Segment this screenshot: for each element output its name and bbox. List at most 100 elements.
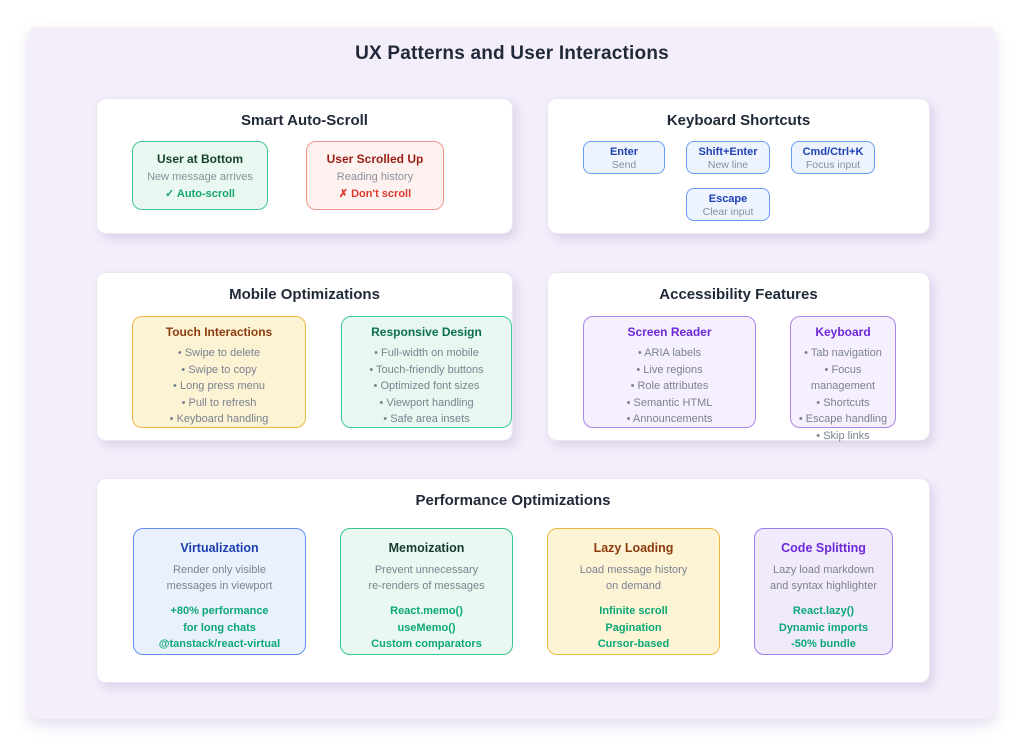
list-item: Semantic HTML bbox=[584, 395, 755, 412]
list-item: Long press menu bbox=[133, 378, 305, 395]
shortcut-action: New line bbox=[707, 159, 749, 171]
list-item: Keyboard handling bbox=[133, 411, 305, 428]
card-title: Virtualization bbox=[180, 541, 259, 555]
feature-card-row: Screen Reader ARIA labels Live regions R… bbox=[583, 316, 929, 442]
list-item: Skip links bbox=[791, 428, 895, 445]
feature-card-touch-interactions: Touch Interactions Swipe to delete Swipe… bbox=[132, 316, 306, 428]
list-item: Full-width on mobile bbox=[342, 345, 511, 362]
card-action: ✓ Auto-scroll bbox=[133, 188, 267, 201]
card-description: Render only visible messages in viewport bbox=[166, 564, 273, 592]
list-item: Role attributes bbox=[584, 378, 755, 395]
perf-card-virtualization: Virtualization Render only visible messa… bbox=[133, 528, 306, 655]
card-description: Load message history on demand bbox=[579, 564, 688, 592]
panel-smart-auto-scroll: Smart Auto-Scroll User at Bottom New mes… bbox=[96, 98, 513, 234]
card-title: Memoization bbox=[388, 541, 465, 555]
feature-list: ARIA labels Live regions Role attributes… bbox=[584, 345, 755, 428]
x-icon: ✗ bbox=[338, 188, 349, 200]
list-item: Live regions bbox=[584, 362, 755, 379]
shortcut-action: Send bbox=[611, 159, 637, 171]
metric-line: React.lazy() bbox=[792, 605, 855, 617]
shortcut-card-shift-enter: Shift+Enter New line bbox=[686, 141, 770, 174]
metric-line: for long chats bbox=[183, 621, 256, 634]
list-item: Touch-friendly buttons bbox=[342, 362, 511, 379]
feature-card-screen-reader: Screen Reader ARIA labels Live regions R… bbox=[583, 316, 756, 428]
feature-card-responsive-design: Responsive Design Full-width on mobile T… bbox=[341, 316, 512, 428]
card-title: Keyboard bbox=[815, 325, 871, 339]
status-card-user-at-bottom: User at Bottom New message arrives ✓ Aut… bbox=[132, 141, 268, 210]
card-title: Lazy Loading bbox=[593, 541, 674, 555]
panel-title: Performance Optimizations bbox=[415, 492, 611, 509]
shortcut-card-cmd-ctrl-k: Cmd/Ctrl+K Focus input bbox=[791, 141, 875, 174]
card-description: Prevent unnecessary re-renders of messag… bbox=[368, 564, 485, 592]
card-title: Screen Reader bbox=[627, 325, 712, 339]
panel-title: Accessibility Features bbox=[659, 286, 818, 303]
list-item: Shortcuts bbox=[791, 395, 895, 412]
panel-mobile-optimizations: Mobile Optimizations Touch Interactions … bbox=[96, 272, 513, 441]
metric-line: React.memo() bbox=[390, 605, 463, 617]
card-subtitle: New message arrives bbox=[147, 171, 253, 183]
status-card-row: User at Bottom New message arrives ✓ Aut… bbox=[132, 141, 512, 210]
feature-list: Swipe to delete Swipe to copy Long press… bbox=[133, 345, 305, 428]
card-title: Code Splitting bbox=[781, 541, 866, 555]
shortcut-grid: Enter Send Shift+Enter New line Cmd/Ctrl… bbox=[583, 141, 929, 221]
shortcut-action: Clear input bbox=[702, 206, 754, 218]
check-icon: ✓ bbox=[165, 188, 175, 200]
feature-list: Tab navigation Focus management Shortcut… bbox=[791, 345, 895, 445]
panel-title: Keyboard Shortcuts bbox=[666, 112, 811, 129]
shortcut-key: Escape bbox=[708, 193, 748, 205]
metric-line: useMemo() bbox=[397, 621, 456, 634]
panel-accessibility-features: Accessibility Features Screen Reader ARI… bbox=[547, 272, 930, 442]
panel-performance-optimizations: Performance Optimizations Virtualization… bbox=[96, 478, 930, 683]
list-item: ARIA labels bbox=[584, 345, 755, 362]
shortcut-card-enter: Enter Send bbox=[583, 141, 665, 174]
card-metrics: Infinite scroll Pagination Cursor-based bbox=[548, 603, 719, 653]
list-item: Focus management bbox=[791, 362, 895, 395]
shortcut-key: Cmd/Ctrl+K bbox=[802, 146, 864, 158]
list-item: Announcements bbox=[584, 411, 755, 428]
shortcut-key: Shift+Enter bbox=[698, 146, 758, 158]
card-title: User at Bottom bbox=[156, 152, 243, 166]
action-label: Auto-scroll bbox=[176, 188, 235, 200]
metric-line: Cursor-based bbox=[597, 638, 670, 650]
shortcut-card-escape: Escape Clear input bbox=[686, 188, 770, 221]
diagram-canvas: UX Patterns and User Interactions Smart … bbox=[28, 27, 996, 719]
card-subtitle: Reading history bbox=[336, 171, 414, 183]
metric-line: @tanstack/react-virtual bbox=[158, 638, 281, 650]
perf-card-lazy-loading: Lazy Loading Load message history on dem… bbox=[547, 528, 720, 655]
metric-line: Dynamic imports bbox=[778, 621, 869, 634]
list-item: Pull to refresh bbox=[133, 395, 305, 412]
list-item: Tab navigation bbox=[791, 345, 895, 362]
feature-list: Full-width on mobile Touch-friendly butt… bbox=[342, 345, 511, 428]
feature-card-keyboard: Keyboard Tab navigation Focus management… bbox=[790, 316, 896, 442]
card-metrics: React.memo() useMemo() Custom comparator… bbox=[341, 603, 512, 653]
feature-card-row: Touch Interactions Swipe to delete Swipe… bbox=[132, 316, 512, 428]
list-item: Swipe to copy bbox=[133, 362, 305, 379]
shortcut-key: Enter bbox=[609, 146, 639, 158]
card-metrics: +80% performance for long chats @tanstac… bbox=[134, 603, 305, 653]
list-item: Escape handling bbox=[791, 411, 895, 428]
metric-line: +80% performance bbox=[170, 605, 269, 617]
metric-line: Custom comparators bbox=[371, 638, 482, 650]
list-item: Swipe to delete bbox=[133, 345, 305, 362]
card-title: Responsive Design bbox=[371, 325, 482, 339]
panel-keyboard-shortcuts: Keyboard Shortcuts Enter Send Shift+Ente… bbox=[547, 98, 930, 234]
card-description: Lazy load markdown and syntax highlighte… bbox=[769, 564, 877, 592]
list-item: Viewport handling bbox=[342, 395, 511, 412]
card-title: Touch Interactions bbox=[165, 325, 273, 339]
perf-card-memoization: Memoization Prevent unnecessary re-rende… bbox=[340, 528, 513, 655]
card-action: ✗ Don't scroll bbox=[307, 188, 443, 201]
metric-line: Pagination bbox=[605, 621, 662, 634]
card-title: User Scrolled Up bbox=[326, 152, 424, 166]
status-card-user-scrolled-up: User Scrolled Up Reading history ✗ Don't… bbox=[306, 141, 444, 210]
metric-line: -50% bundle bbox=[791, 638, 856, 650]
list-item: Safe area insets bbox=[342, 411, 511, 428]
perf-card-row: Virtualization Render only visible messa… bbox=[133, 528, 929, 655]
list-item: Optimized font sizes bbox=[342, 378, 511, 395]
shortcut-action: Focus input bbox=[805, 159, 861, 171]
card-metrics: React.lazy() Dynamic imports -50% bundle bbox=[755, 603, 892, 653]
panel-title: Mobile Optimizations bbox=[229, 286, 380, 303]
metric-line: Infinite scroll bbox=[599, 605, 668, 617]
perf-card-code-splitting: Code Splitting Lazy load markdown and sy… bbox=[754, 528, 893, 655]
action-label: Don't scroll bbox=[351, 188, 412, 200]
